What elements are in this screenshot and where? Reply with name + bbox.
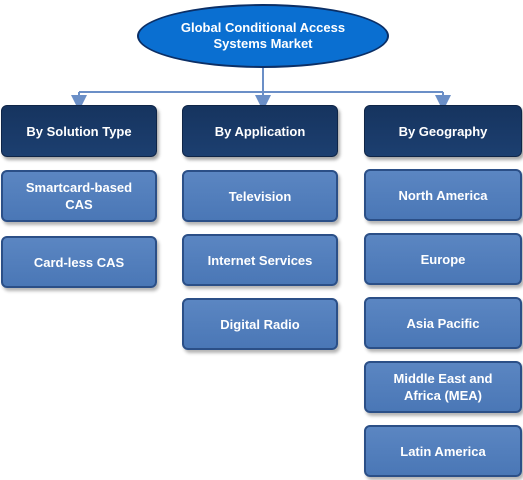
leaf-label: Digital Radio bbox=[220, 316, 300, 332]
leaf-latin-america: Latin America bbox=[364, 425, 522, 477]
leaf-label: Latin America bbox=[400, 443, 486, 459]
leaf-middle-east-africa: Middle East and Africa (MEA) bbox=[364, 361, 522, 413]
branch-label: By Application bbox=[214, 123, 306, 139]
leaf-label: Asia Pacific bbox=[406, 315, 480, 331]
root-label: Global Conditional Access Systems Market bbox=[180, 20, 346, 51]
leaf-label: Smartcard-based CAS bbox=[25, 180, 133, 212]
leaf-europe: Europe bbox=[364, 233, 522, 285]
leaf-label: Television bbox=[228, 188, 292, 204]
root-node: Global Conditional Access Systems Market bbox=[137, 4, 389, 68]
leaf-label: Middle East and Africa (MEA) bbox=[393, 371, 493, 403]
leaf-label: Europe bbox=[420, 251, 466, 267]
branch-head-geography: By Geography bbox=[364, 105, 522, 157]
leaf-label: Internet Services bbox=[207, 252, 313, 268]
leaf-internet-services: Internet Services bbox=[182, 234, 338, 286]
leaf-north-america: North America bbox=[364, 169, 522, 221]
leaf-card-less-cas: Card-less CAS bbox=[1, 236, 157, 288]
branch-head-application: By Application bbox=[182, 105, 338, 157]
leaf-label: Card-less CAS bbox=[33, 254, 125, 270]
branch-label: By Geography bbox=[398, 123, 488, 139]
leaf-asia-pacific: Asia Pacific bbox=[364, 297, 522, 349]
branch-head-solution-type: By Solution Type bbox=[1, 105, 157, 157]
leaf-digital-radio: Digital Radio bbox=[182, 298, 338, 350]
branch-label: By Solution Type bbox=[26, 123, 132, 139]
leaf-label: North America bbox=[398, 187, 488, 203]
leaf-smartcard-based-cas: Smartcard-based CAS bbox=[1, 170, 157, 222]
leaf-television: Television bbox=[182, 170, 338, 222]
